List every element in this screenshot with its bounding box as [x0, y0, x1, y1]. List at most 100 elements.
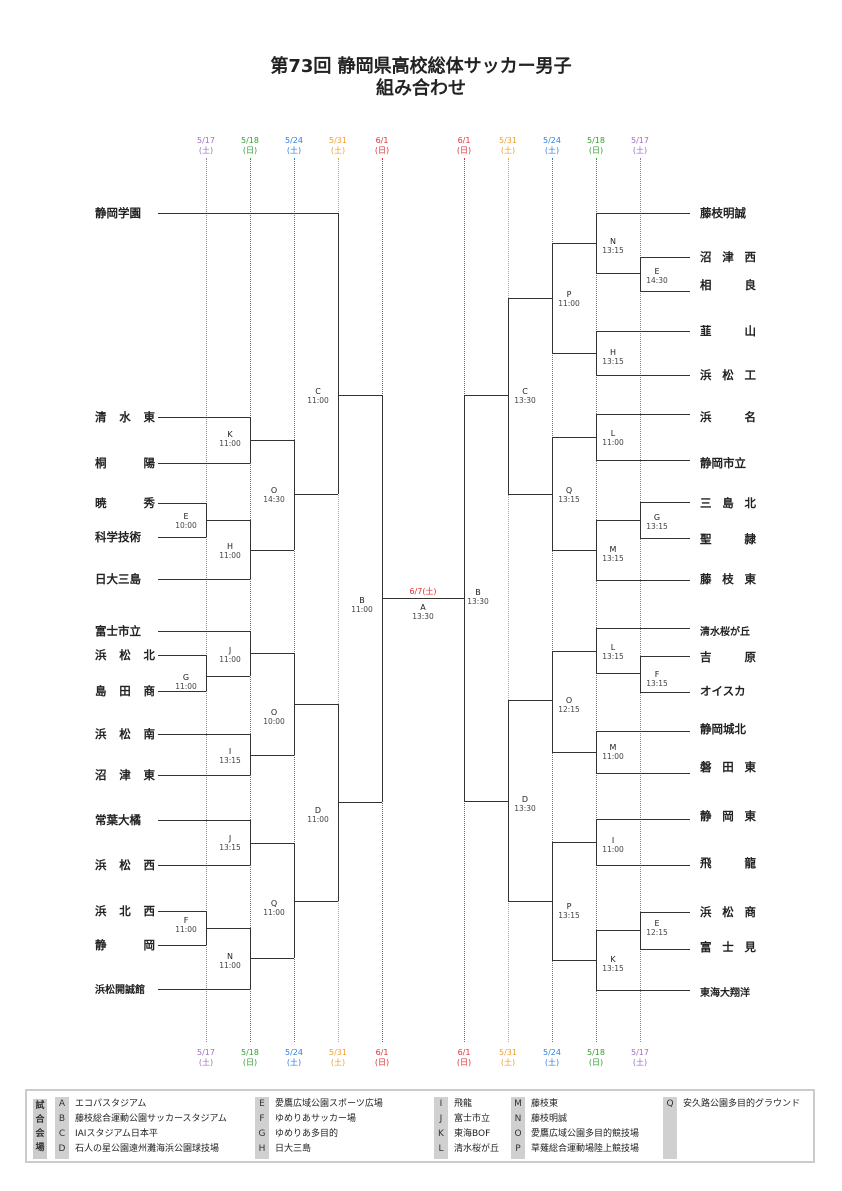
match-time: 13:15 [602, 554, 624, 563]
match-time: 11:00 [351, 605, 373, 614]
match-venue-code: P [566, 290, 572, 299]
bracket-line [640, 949, 690, 950]
match-venue-code: P [566, 902, 572, 911]
day-label: (土) [544, 146, 560, 155]
team-name: 吉原 [700, 649, 756, 665]
bracket-line [294, 843, 295, 958]
match-time: 13:30 [514, 396, 536, 405]
bracket-line [158, 820, 250, 821]
date-header-left-bottom: 5/24(土) [274, 1048, 314, 1068]
match-venue-code: D [521, 795, 529, 804]
date-label: 5/18 [241, 136, 259, 145]
venue-key-background [511, 1097, 525, 1159]
team-name: 桐陽 [95, 455, 155, 471]
bracket-line [596, 731, 690, 732]
team-name-char: 南 [143, 727, 156, 741]
match-time: 13:30 [467, 597, 489, 606]
day-label: (土) [198, 146, 214, 155]
date-guide-line [294, 158, 295, 1042]
team-name-char: 暁 [95, 496, 107, 510]
team-name: 富士市立 [95, 624, 141, 638]
bracket-line [158, 734, 250, 735]
team-name-char: 吉 [700, 650, 712, 664]
date-header-left-top: 5/17(土) [186, 136, 226, 156]
venue-key: O [514, 1129, 522, 1139]
venue-key-background [663, 1097, 677, 1159]
match-venue-code: N [610, 237, 616, 246]
date-header-right-top: 5/18(日) [576, 136, 616, 156]
venue-key: F [259, 1114, 265, 1124]
match-time: 10:00 [263, 717, 285, 726]
team-name: 常葉大橘 [95, 813, 141, 827]
date-header-left-top: 5/24(土) [274, 136, 314, 156]
date-header-right-top: 5/31(土) [488, 136, 528, 156]
bracket-line [596, 213, 690, 214]
bracket-line [640, 257, 690, 258]
date-label: 5/24 [285, 136, 303, 145]
venue-name: 石人の星公園遠州灘海浜公園球技場 [75, 1144, 220, 1154]
team-name: 暁秀 [95, 495, 155, 511]
bracket-line [596, 930, 640, 931]
team-name: 島田商 [95, 683, 155, 699]
venue-key: D [58, 1144, 66, 1154]
bracket-line [596, 628, 597, 673]
team-name-char: 松 [119, 648, 131, 662]
team-name-char: 西 [744, 250, 757, 264]
team-name-char: 津 [119, 768, 131, 782]
match-venue-code: A [420, 603, 426, 612]
final-date: 6/7(土) [409, 587, 437, 596]
team-name-char: 商 [744, 905, 757, 919]
bracket-line [158, 631, 250, 632]
bracket-line [596, 819, 690, 820]
day-label: (土) [286, 1058, 302, 1067]
date-header-left-top: 5/18(日) [230, 136, 270, 156]
venue-name: 草薙総合運動場陸上競技場 [531, 1144, 640, 1154]
date-header-right-top: 5/24(土) [532, 136, 572, 156]
team-name-char: 北 [119, 904, 131, 918]
team-name: 日大三島 [95, 572, 141, 586]
bracket-line [158, 691, 206, 692]
venue-key-background [55, 1097, 69, 1159]
bracket-line [596, 773, 690, 774]
team-name-char: 陽 [143, 456, 156, 470]
match-venue-code: H [226, 542, 233, 551]
match-venue-code: E [183, 512, 189, 521]
team-name: 聖隷 [700, 531, 756, 547]
date-header-right-bottom: 5/18(日) [576, 1048, 616, 1068]
team-name: 三島北 [700, 495, 756, 511]
bracket-line [158, 865, 250, 866]
day-label: (土) [198, 1058, 214, 1067]
bracket-line [206, 676, 250, 677]
date-label: 5/18 [587, 1048, 605, 1057]
match-venue-code: Q [565, 486, 573, 495]
venue-name: 日大三島 [275, 1144, 312, 1154]
team-name-char: 三 [700, 496, 712, 510]
bracket-line [508, 901, 552, 902]
team-name-char: 飛 [700, 856, 712, 870]
date-label: 5/31 [499, 136, 517, 145]
match-time: 13:15 [219, 756, 241, 765]
day-label: (日) [374, 146, 390, 155]
date-header-left-bottom: 5/31(土) [318, 1048, 358, 1068]
date-header-left-bottom: 6/1(日) [362, 1048, 402, 1068]
match-venue-code: I [611, 836, 615, 845]
